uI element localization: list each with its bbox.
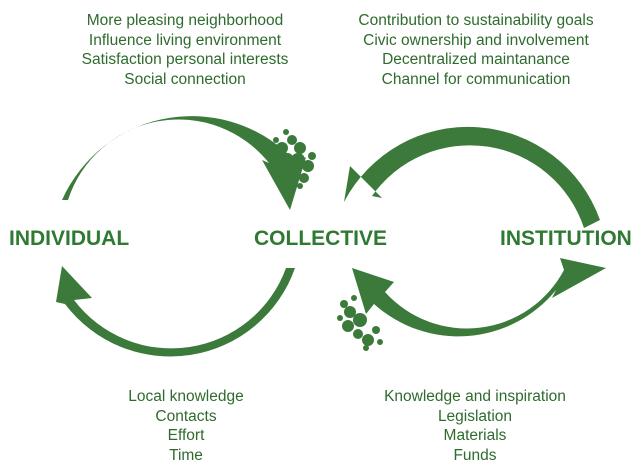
list-item: Time [169, 446, 203, 464]
list-item: Satisfaction personal interests [81, 51, 289, 68]
arrow-bottom-right [352, 258, 606, 337]
arrow-label-bottom-left: resources [153, 366, 207, 383]
leaf-cluster-icon [273, 129, 316, 189]
node-institution: INSTITUTION [500, 227, 632, 250]
list-item: Local knowledge [128, 388, 244, 405]
list-item: Effort [167, 427, 205, 444]
arrow-label-bottom-right: resources & frameworks [400, 336, 523, 375]
node-individual: INDIVIDUAL [9, 227, 130, 250]
list-item: Influence living environment [88, 31, 282, 49]
list-item: Knowledge and inspiration [384, 388, 566, 405]
arrow-top-left [62, 116, 306, 210]
list-item: Contacts [155, 407, 217, 425]
arrow-bottom-left [56, 266, 295, 357]
list-item: Materials [443, 427, 507, 444]
list-item: Decentralized maintanance [382, 51, 570, 68]
node-collective: COLLECTIVE [254, 227, 388, 250]
list-item: Legislation [437, 407, 513, 425]
individual-resources-list: Local knowledge Contacts Effort Time [86, 387, 286, 464]
benefits-list: More pleasing neighborhood Influence liv… [60, 11, 310, 89]
list-item: Social connection [124, 70, 246, 88]
list-item: Funds [453, 446, 497, 464]
list-item: Contribution to sustainability goals [358, 12, 594, 29]
arrow-top-right [344, 126, 600, 228]
list-item: Civic ownership and involvement [363, 31, 589, 49]
list-item: Channel for communication [381, 70, 571, 88]
arrow-label-top-left: communal & individual benefits [93, 97, 244, 173]
institution-benefits-list: Contribution to sustainability goals Civ… [330, 11, 622, 89]
institution-resources-list: Knowledge and inspiration Legislation Ma… [360, 387, 590, 464]
leaf-cluster-icon [337, 295, 383, 351]
list-item: More pleasing neighborhood [86, 12, 284, 29]
